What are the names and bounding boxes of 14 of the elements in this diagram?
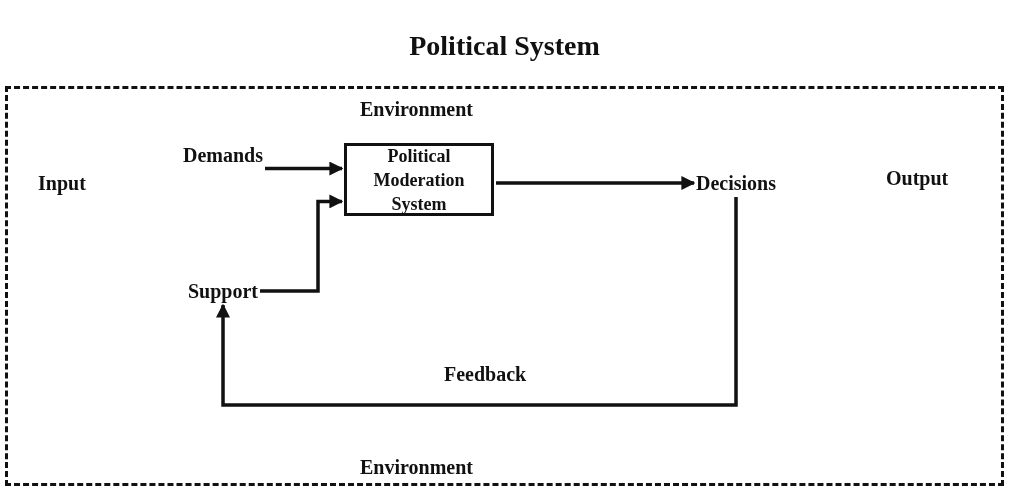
flow-label: Demands xyxy=(183,143,263,167)
dashed-frame xyxy=(5,86,1004,486)
flow-label: Decisions xyxy=(696,171,776,195)
input-label: Input xyxy=(38,171,86,195)
arrow xyxy=(496,176,696,190)
flow-label: Support xyxy=(188,279,259,303)
arrow xyxy=(265,161,344,176)
environment-label: Environment xyxy=(360,455,473,479)
arrow xyxy=(216,197,738,407)
process-box: Political Moderation System xyxy=(344,143,494,216)
diagram-title: Political System xyxy=(408,30,601,62)
environment-label: Environment xyxy=(360,97,473,121)
arrow xyxy=(260,194,344,293)
output-label: Output xyxy=(886,166,949,190)
